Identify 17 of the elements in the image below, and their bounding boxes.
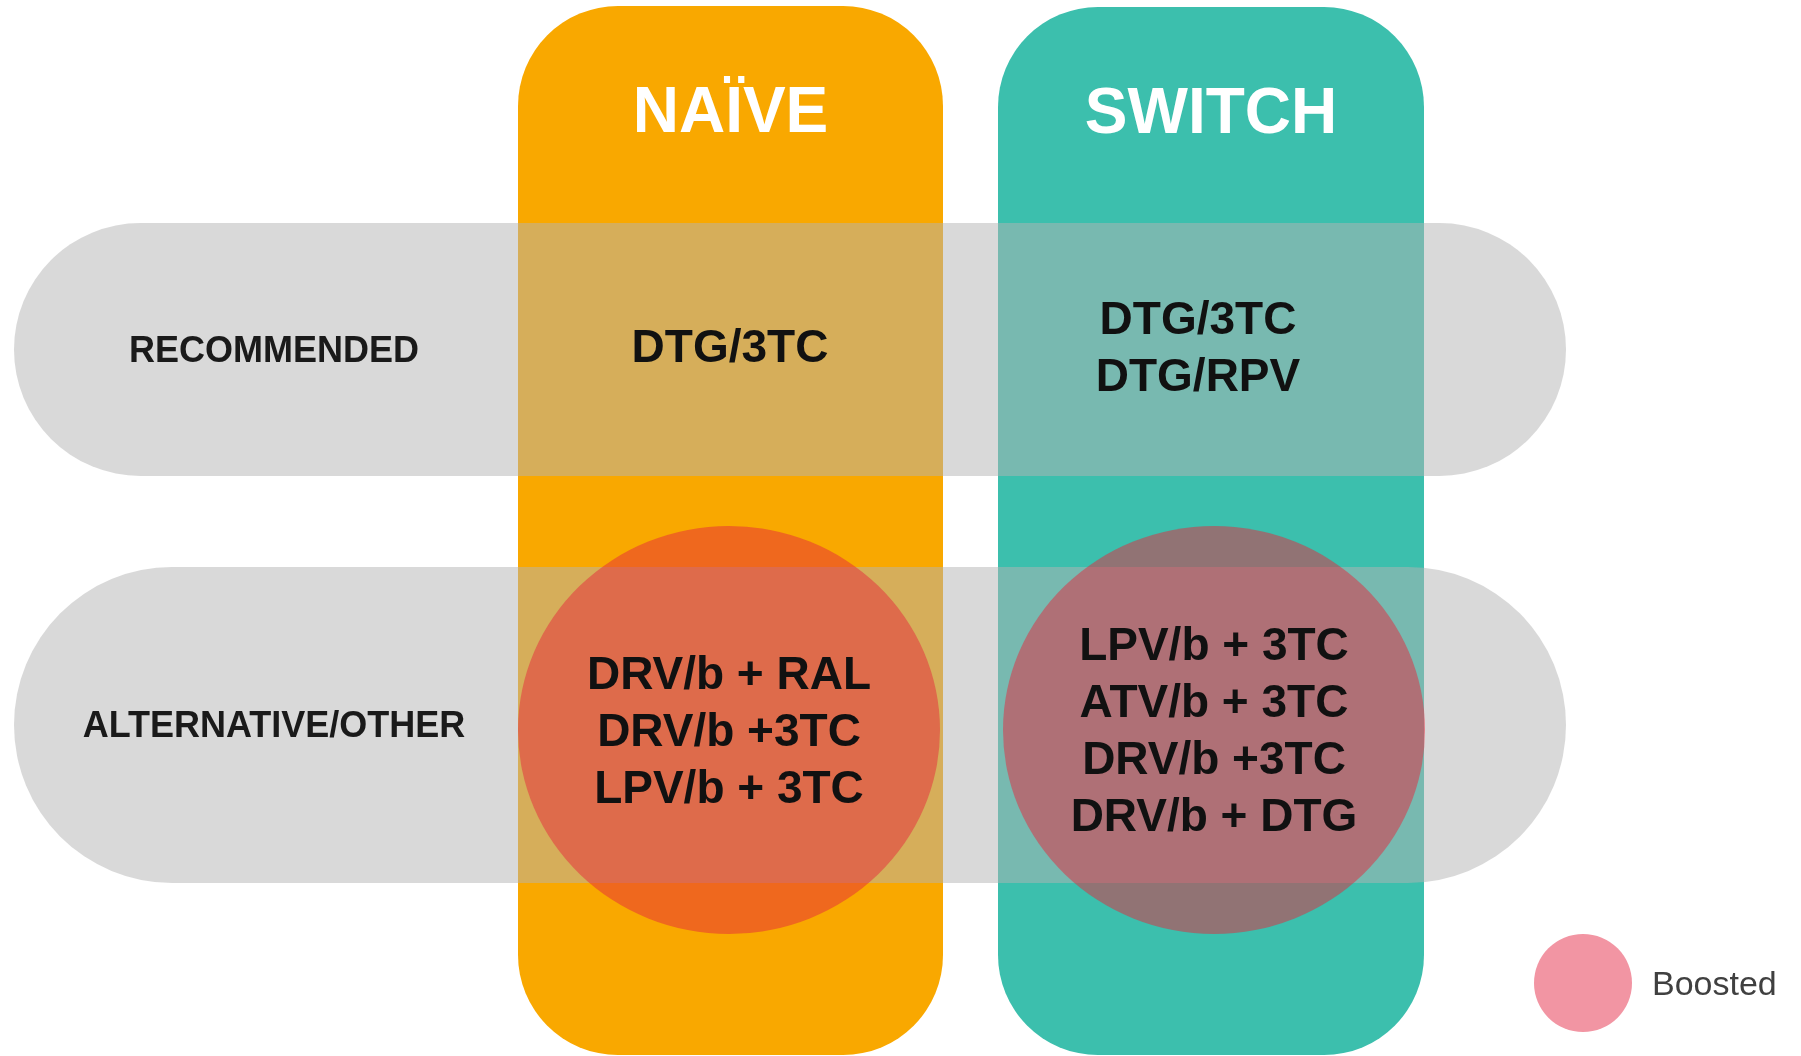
- column-heading: SWITCH: [1084, 74, 1338, 149]
- column-panel: [998, 7, 1424, 1055]
- regimen-text: DTG/3TC: [1099, 291, 1297, 346]
- row-label: ALTERNATIVE/OTHER: [82, 704, 466, 746]
- regimen-text: DTG/RPV: [1095, 348, 1301, 403]
- regimen-text: DTG/3TC: [631, 318, 829, 374]
- regimen-text: ATV/b + 3TC: [1079, 674, 1349, 729]
- regimen-text: DRV/b + RAL: [586, 645, 872, 701]
- regimen-text: LPV/b + 3TC: [594, 759, 864, 815]
- regimen-text: DRV/b + DTG: [1070, 788, 1358, 843]
- column-panel: [518, 6, 943, 1055]
- row-label: RECOMMENDED: [129, 328, 419, 371]
- column-heading: NAÏVE: [632, 73, 829, 148]
- regimen-text: DRV/b +3TC: [1082, 731, 1346, 786]
- legend-text: Boosted: [1652, 963, 1777, 1003]
- regimen-text: DRV/b +3TC: [597, 702, 861, 758]
- regimen-text: LPV/b + 3TC: [1079, 617, 1349, 672]
